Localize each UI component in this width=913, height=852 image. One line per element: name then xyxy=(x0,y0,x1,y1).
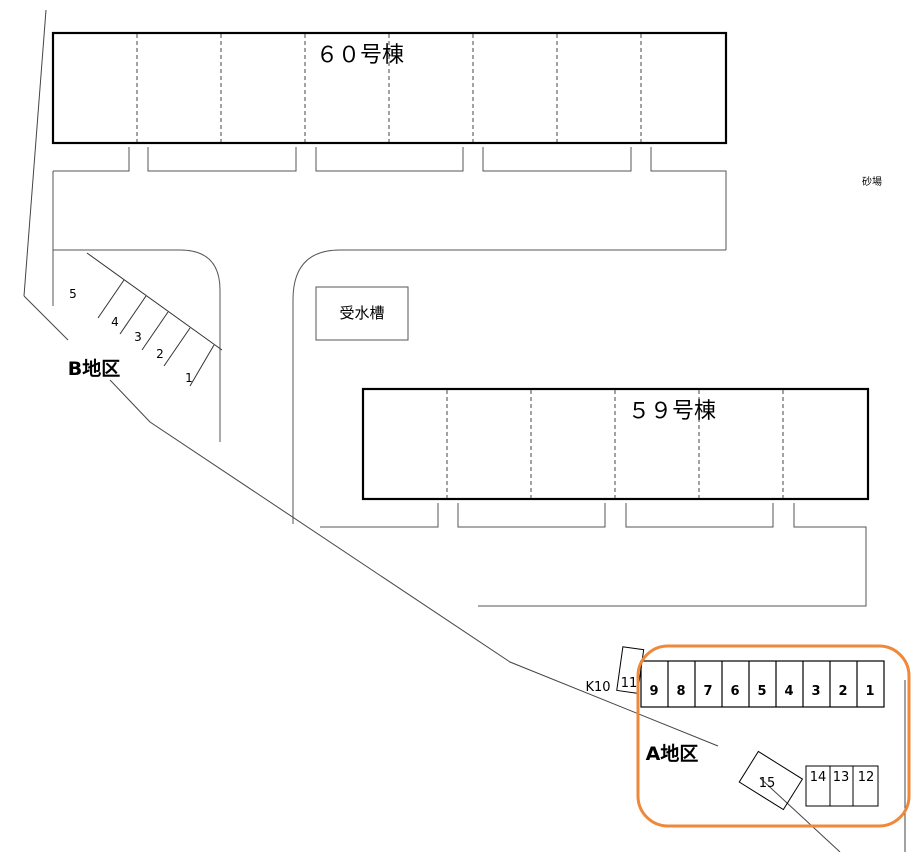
a-slot-11-box xyxy=(616,646,645,694)
building-59-front-outline xyxy=(320,503,867,607)
a-slot-3[interactable]: 3 xyxy=(811,684,820,699)
b-slot-3[interactable]: 3 xyxy=(134,330,142,344)
a-slot-6[interactable]: 6 xyxy=(730,684,739,699)
building-60[interactable]: ６０号棟 xyxy=(51,31,728,145)
b-slot-2[interactable]: 2 xyxy=(156,347,164,361)
a-slot-11[interactable]: 11 xyxy=(621,676,638,691)
a-slot-15-box xyxy=(738,750,804,811)
a-area-parking: 9 8 7 6 5 4 3 2 1 14 13 12 15 xyxy=(585,646,885,811)
a-slot-13[interactable]: 13 xyxy=(833,770,850,785)
b-area-parking: 5 4 3 2 1 xyxy=(69,252,223,387)
water-tank[interactable]: 受水槽 xyxy=(315,286,409,341)
a-slot-1[interactable]: 1 xyxy=(865,684,874,699)
b-slot-4[interactable]: 4 xyxy=(111,315,119,329)
a-slot-8[interactable]: 8 xyxy=(676,684,685,699)
a-slot-14[interactable]: 14 xyxy=(810,770,827,785)
building-59[interactable]: ５９号棟 xyxy=(361,387,870,501)
a-slot-9[interactable]: 9 xyxy=(649,684,658,699)
road-edges xyxy=(52,171,726,524)
b-area-label: B地区 xyxy=(68,357,120,380)
sandpit-label: 砂場 xyxy=(862,175,882,188)
building-59-label: ５９号棟 xyxy=(628,399,716,424)
b-slot-1[interactable]: 1 xyxy=(185,371,193,385)
building-59-unit-dividers xyxy=(446,390,784,498)
building-60-unit-dividers xyxy=(136,34,642,142)
site-boundary xyxy=(23,9,906,852)
b-slot-5[interactable]: 5 xyxy=(69,287,77,301)
a-slot-4[interactable]: 4 xyxy=(784,684,793,699)
a-area-highlight xyxy=(636,644,911,828)
a-slot-12[interactable]: 12 xyxy=(858,770,875,785)
building-60-label: ６０号棟 xyxy=(316,43,404,68)
a-area-label: A地区 xyxy=(646,742,699,765)
a-slot-5[interactable]: 5 xyxy=(757,684,766,699)
a-slot-15[interactable]: 15 xyxy=(759,776,776,791)
building-60-front-outline xyxy=(53,147,727,250)
water-tank-label: 受水槽 xyxy=(339,304,384,322)
a-slot-7[interactable]: 7 xyxy=(703,684,712,699)
k10-label[interactable]: K10 xyxy=(585,680,610,695)
a-slot-2[interactable]: 2 xyxy=(838,684,847,699)
